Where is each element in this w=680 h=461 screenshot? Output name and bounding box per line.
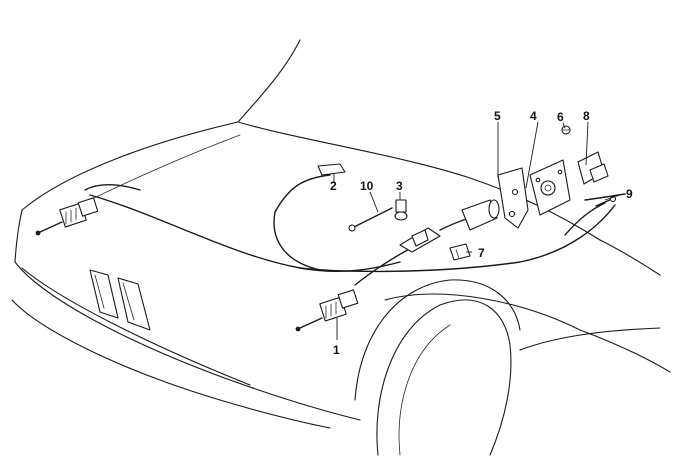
callout-5: 5 [494, 109, 501, 123]
callout-9: 9 [626, 187, 633, 201]
car-body-outline [11, 39, 671, 456]
callout-8: 8 [583, 109, 590, 123]
callout-1: 1 [333, 343, 340, 357]
callout-4: 4 [530, 109, 537, 123]
callout-7: 7 [478, 246, 485, 260]
part-4-latch-plate [529, 159, 571, 216]
part-5-bracket [497, 167, 529, 229]
cable-sleeve [461, 199, 500, 231]
part-7-clip [449, 243, 471, 261]
part-8-latch-hook [577, 151, 609, 185]
callout-3: 3 [396, 179, 403, 193]
callout-6: 6 [557, 110, 564, 124]
part-2-cable-clip [317, 163, 346, 176]
callout-10: 10 [360, 179, 374, 193]
part-1-release-spring-lower [295, 289, 359, 332]
cable-routing [84, 174, 626, 286]
callout-2: 2 [330, 179, 337, 193]
cable-junction [399, 227, 441, 253]
release-spring-upper [35, 197, 99, 236]
part-6-screw [561, 125, 571, 135]
part-3-grommet [394, 199, 408, 221]
part-10-cable-tie [348, 207, 393, 232]
leader-lines [333, 121, 621, 340]
